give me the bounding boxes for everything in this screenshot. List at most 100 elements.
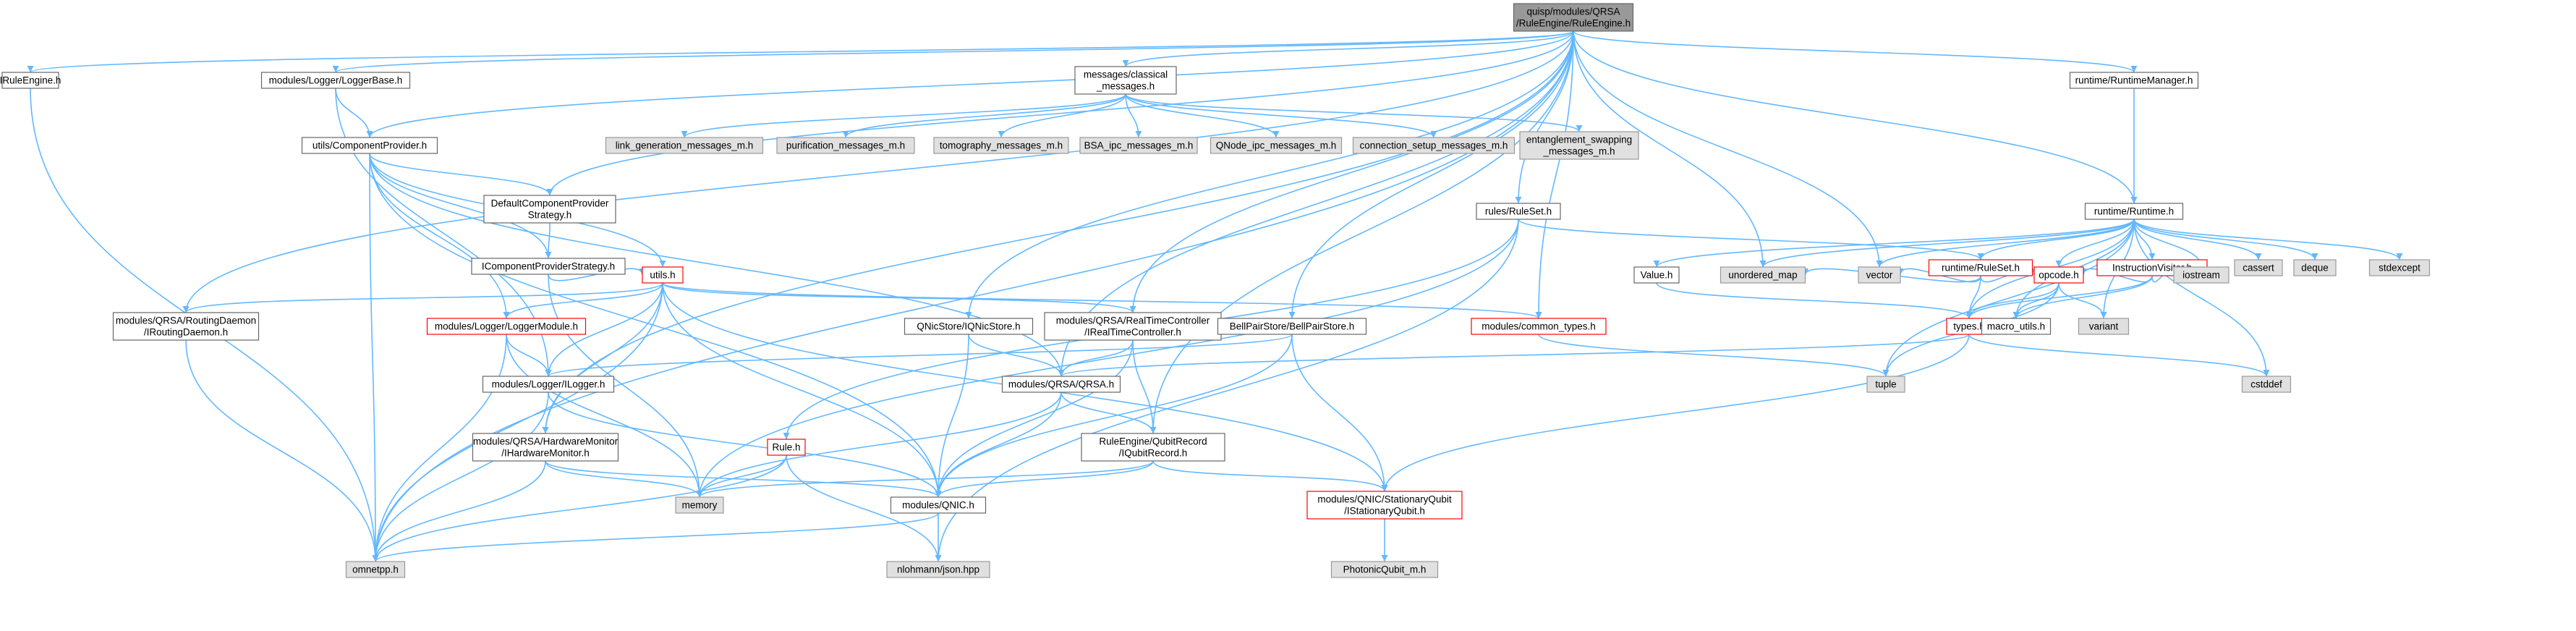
node-box	[2078, 318, 2130, 335]
node-icomponent_provider_strategy[interactable]: IComponentProviderStrategy.h	[471, 258, 626, 275]
edge-bell_pair_store-to-qnic_h	[935, 334, 1293, 498]
edge-runtime_runtime-to-stdexcept	[2133, 219, 2403, 261]
node-rule_h[interactable]: Rule.h	[767, 439, 806, 456]
node-label: stdexcept	[2379, 263, 2420, 274]
node-logger_module[interactable]: modules/Logger/LoggerModule.h	[426, 318, 587, 335]
edge-classical_messages-to-purification_messages	[842, 93, 1126, 138]
edge-ilogger-to-omnetpp	[372, 391, 549, 562]
edge-qnic_store-to-qnic_h	[935, 334, 969, 498]
node-hardware_monitor[interactable]: modules/QRSA/HardwareMonitor/IHardwareMo…	[472, 433, 619, 462]
edge-runtime_runtime-to-unordered_map	[1759, 219, 2135, 268]
node-box	[112, 312, 260, 341]
node-deque[interactable]: deque	[2293, 259, 2337, 276]
edge-types_h-to-stationary_qubit	[1381, 334, 1970, 492]
node-bsa_ipc_messages[interactable]: BSA_ipc_messages_m.h	[1079, 137, 1198, 154]
node-cassert[interactable]: cassert	[2234, 259, 2283, 276]
node-label: link_generation_messages_m.h	[616, 140, 754, 151]
node-component_provider[interactable]: utils/ComponentProvider.h	[301, 137, 438, 154]
node-bell_pair_store[interactable]: BellPairStore/BellPairStore.h	[1217, 318, 1367, 335]
node-tomography_messages[interactable]: tomography_messages_m.h	[933, 137, 1069, 154]
node-stdexcept[interactable]: stdexcept	[2368, 259, 2431, 276]
node-label: purification_messages_m.h	[786, 140, 905, 151]
node-label: Rule.h	[772, 442, 800, 453]
node-photonic_qubit[interactable]: PhotonicQubit_m.h	[1330, 561, 1439, 578]
node-label: modules/QRSA/QRSA.h	[1008, 379, 1114, 390]
node-qnode_ipc_messages[interactable]: QNode_ipc_messages_m.h	[1210, 137, 1343, 154]
node-real_time_controller[interactable]: modules/QRSA/RealTimeController/IRealTim…	[1044, 312, 1222, 341]
node-label: messages/classical	[1084, 69, 1168, 80]
edge-component_provider-to-qnic_h	[369, 153, 942, 498]
node-box	[1079, 137, 1198, 154]
node-label: modules/QNIC/StationaryQubit	[1317, 494, 1452, 505]
node-irule_engine[interactable]: IRuleEngine.h	[0, 72, 61, 89]
edge-runtime_runtime-to-deque	[2133, 219, 2318, 261]
edge-runtime_runtime-to-tuple	[1882, 219, 2135, 377]
node-label: /RuleEngine/RuleEngine.h	[1516, 18, 1631, 29]
node-qnic_store[interactable]: QNicStore/IQNicStore.h	[904, 318, 1034, 335]
node-box	[1, 72, 59, 89]
node-label: IRuleEngine.h	[0, 75, 61, 86]
node-label: modules/common_types.h	[1482, 321, 1596, 332]
node-box	[1633, 266, 1680, 284]
node-utils_h[interactable]: utils.h	[642, 266, 684, 284]
node-opcode_h[interactable]: opcode.h	[2033, 266, 2084, 284]
node-runtime_runtime[interactable]: runtime/Runtime.h	[2084, 203, 2184, 220]
node-runtime_manager[interactable]: runtime/RuntimeManager.h	[2069, 72, 2199, 89]
node-types_h[interactable]: types.h	[1946, 318, 1992, 335]
edge-qnic_store-to-qrsa_h	[968, 334, 1065, 377]
edge-root-to-default_component_provider_strategy	[546, 30, 1574, 196]
node-box	[1866, 376, 1905, 393]
node-runtime_ruleset[interactable]: runtime/RuleSet.h	[1928, 259, 2033, 276]
node-variant[interactable]: variant	[2078, 318, 2130, 335]
node-omnetpp[interactable]: omnetpp.h	[345, 561, 406, 578]
edge-logger_module-to-ilogger	[506, 334, 552, 377]
node-classical_messages[interactable]: messages/classical_messages.h	[1074, 66, 1177, 95]
node-label: QNode_ipc_messages_m.h	[1216, 140, 1337, 151]
node-box	[2234, 259, 2283, 276]
node-label: quisp/modules/QRSA	[1526, 7, 1620, 17]
node-box	[776, 137, 915, 154]
node-logger_base[interactable]: modules/Logger/LoggerBase.h	[260, 72, 411, 89]
edge-bell_pair_store-to-ilogger	[545, 334, 1293, 377]
edge-utils_h-to-hardware_monitor	[542, 282, 663, 434]
edge-qrsa_h-to-qnic_h	[935, 391, 1062, 498]
node-label: cstddef	[2250, 379, 2282, 390]
edge-value_h-to-types_h	[1656, 282, 1973, 319]
node-nlohmann_json[interactable]: nlohmann/json.hpp	[886, 561, 990, 578]
node-unordered_map[interactable]: unordered_map	[1720, 266, 1806, 284]
node-connection_setup_messages[interactable]: connection_setup_messages_m.h	[1352, 137, 1516, 154]
node-label: deque	[2301, 263, 2329, 274]
node-routing_daemon[interactable]: modules/QRSA/RoutingDaemon/IRoutingDaemo…	[112, 312, 260, 341]
node-label: _messages.h	[1096, 81, 1155, 92]
node-box	[904, 318, 1034, 335]
node-tuple[interactable]: tuple	[1866, 376, 1905, 393]
node-label: /IHardwareMonitor.h	[501, 448, 590, 459]
node-purification_messages[interactable]: purification_messages_m.h	[776, 137, 915, 154]
node-memory[interactable]: memory	[675, 496, 724, 514]
node-entanglement_swapping_messages[interactable]: entanglement_swapping_messages_m.h	[1519, 131, 1639, 160]
node-iostream[interactable]: iostream	[2173, 266, 2229, 284]
node-link_generation_messages[interactable]: link_generation_messages_m.h	[605, 137, 764, 154]
node-label: cassert	[2243, 263, 2274, 274]
node-rules_ruleset[interactable]: rules/RuleSet.h	[1476, 203, 1561, 220]
node-qubit_record[interactable]: RuleEngine/QubitRecord/IQubitRecord.h	[1081, 433, 1225, 462]
node-box	[1858, 266, 1901, 284]
node-root[interactable]: quisp/modules/QRSA/RuleEngine/RuleEngine…	[1513, 3, 1634, 32]
node-cstddef[interactable]: cstddef	[2241, 376, 2292, 393]
node-qrsa_h[interactable]: modules/QRSA/QRSA.h	[1001, 376, 1121, 393]
edge-root-to-omnetpp	[372, 30, 1574, 562]
edge-ilogger-to-qnic_h	[548, 391, 942, 498]
node-ilogger[interactable]: modules/Logger/ILogger.h	[482, 376, 615, 393]
node-value_h[interactable]: Value.h	[1633, 266, 1680, 284]
edge-root-to-runtime_runtime	[1573, 30, 2138, 204]
edge-runtime_runtime-to-cstddef	[2133, 219, 2270, 377]
node-label: connection_setup_messages_m.h	[1360, 140, 1508, 151]
node-qnic_h[interactable]: modules/QNIC.h	[890, 496, 987, 514]
node-macro_utils[interactable]: macro_utils.h	[1981, 318, 2052, 335]
edge-root-to-real_time_controller	[1129, 30, 1574, 313]
node-common_types[interactable]: modules/common_types.h	[1471, 318, 1607, 335]
node-vector[interactable]: vector	[1858, 266, 1901, 284]
node-stationary_qubit[interactable]: modules/QNIC/StationaryQubit/IStationary…	[1306, 491, 1463, 520]
node-box	[1330, 561, 1439, 578]
